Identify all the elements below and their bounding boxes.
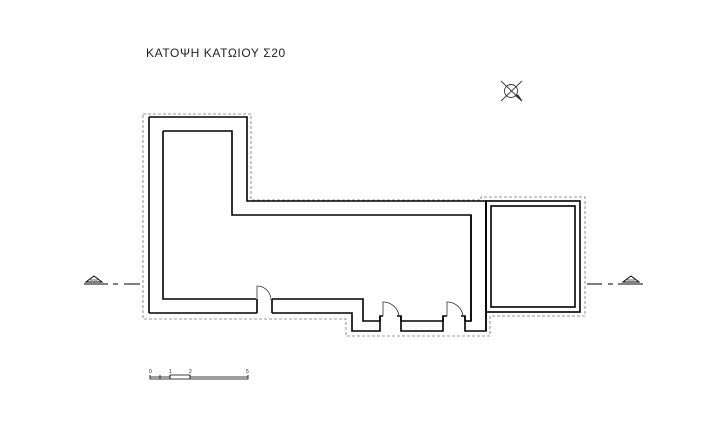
section-marker-icon (84, 275, 140, 285)
north-arrow-icon (500, 80, 523, 102)
scale-tick-5: 5 (246, 369, 249, 375)
scale-tick-2: 2 (189, 369, 192, 375)
scale-bar (149, 374, 249, 380)
annex-outer-wall (485, 200, 581, 313)
door-arc-2 (382, 301, 400, 317)
annex-inner-wall (490, 205, 576, 308)
section-marker-icon (587, 275, 643, 285)
foundation-outline (142, 113, 586, 337)
door-jambs (256, 299, 466, 321)
drawing-title: ΚΑΤΟΨΗ ΚΑΤΩΙΟΥ Σ20 (146, 46, 286, 60)
scale-tick-1: 1 (169, 369, 172, 375)
door-arc-3 (446, 301, 464, 317)
scale-tick-0: 0 (149, 369, 152, 375)
door-arc-1 (256, 285, 272, 301)
door-swings (256, 285, 464, 317)
main-building-inner-wall (162, 130, 472, 322)
